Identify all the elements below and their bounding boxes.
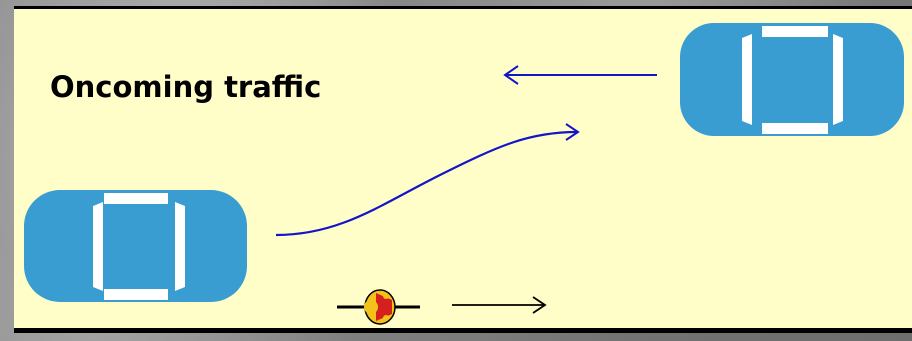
oncoming-car-side-window-top (762, 26, 828, 37)
oncoming-car (680, 23, 904, 136)
cyclist (337, 289, 420, 325)
oncoming-traffic-label: Oncoming traffic (50, 70, 322, 104)
oncoming-car-body (680, 23, 904, 136)
overtaking-car-rear-window (93, 202, 103, 291)
cyclist-direction-arrow (452, 296, 547, 314)
overtaking-car-body (24, 190, 247, 302)
overtaking-car-side-window-bottom (104, 289, 168, 300)
oncoming-direction-arrow (503, 65, 657, 85)
overtaking-path-arrow (275, 123, 580, 237)
overtaking-car-side-window-top (104, 193, 168, 204)
overtaking-car-windshield (175, 202, 185, 291)
oncoming-car-side-window-bottom (762, 123, 828, 134)
overtaking-car (24, 190, 247, 302)
oncoming-car-rear-window (833, 34, 843, 125)
oncoming-car-windshield (742, 34, 752, 125)
